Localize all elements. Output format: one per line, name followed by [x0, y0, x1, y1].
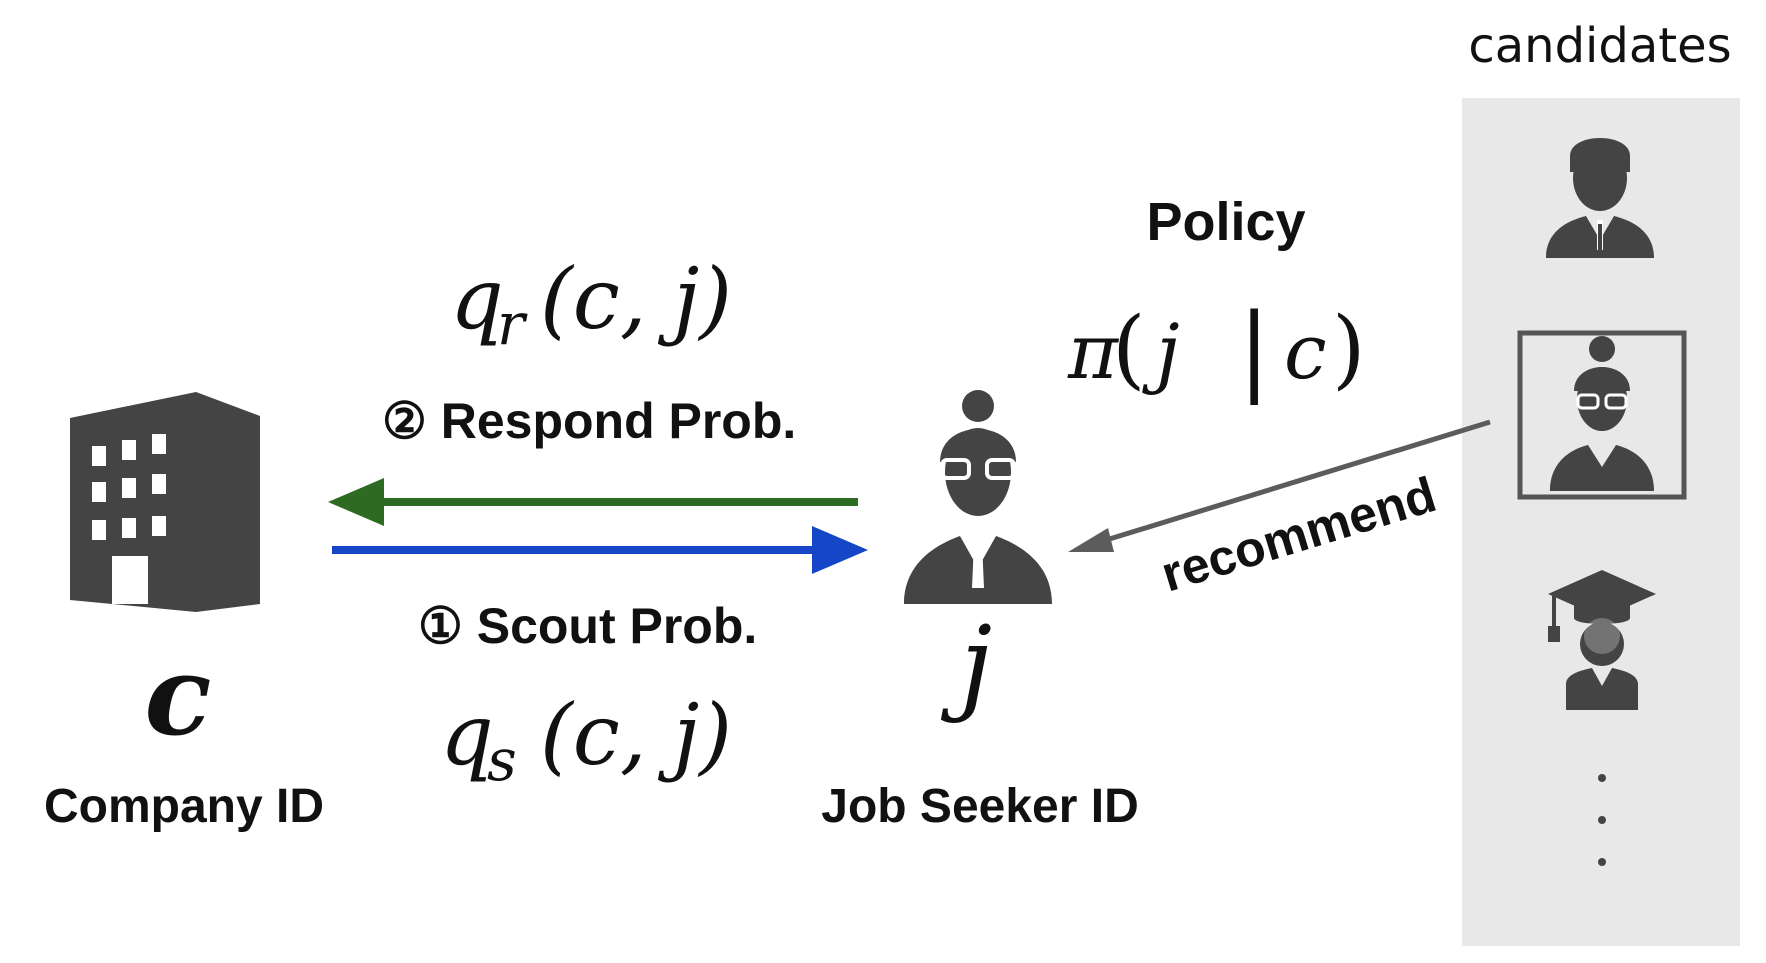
respond-probability-label: ② Respond Prob.: [382, 393, 796, 449]
company-building-icon: [70, 392, 260, 612]
company-symbol: c: [145, 631, 212, 760]
candidate-3-graduate-icon: [1548, 570, 1656, 710]
svg-text:): ): [1332, 299, 1366, 399]
svg-text:r: r: [497, 290, 528, 358]
job-seeker-symbol: j: [941, 603, 992, 725]
more-candidates-ellipsis-icon: [1598, 774, 1606, 866]
svg-text:c: c: [1284, 307, 1327, 396]
policy-formula: π ( j | c ): [1067, 293, 1366, 405]
candidate-1-male-person-icon: [1546, 138, 1654, 258]
svg-text:s: s: [487, 726, 517, 794]
svg-text:q: q: [450, 250, 504, 348]
svg-text:π: π: [1067, 307, 1120, 396]
svg-text:|: |: [1238, 293, 1270, 405]
recommend-label: recommend: [1155, 466, 1442, 602]
job-seeker-female-person-icon: [904, 390, 1052, 604]
svg-text:q: q: [440, 686, 494, 784]
recommend-arrow: [1089, 419, 1491, 548]
respond-arrowhead: [328, 478, 384, 526]
scout-formula: q s (c, j): [440, 686, 732, 794]
job-seeker-id-label: Job Seeker ID: [821, 780, 1138, 833]
svg-text:(c, j): (c, j): [540, 250, 732, 348]
candidate-2-female-person-icon: [1550, 336, 1654, 491]
svg-text:j: j: [1142, 307, 1180, 396]
scout-arrowhead: [812, 526, 868, 574]
svg-text:(c, j): (c, j): [540, 686, 732, 784]
respond-formula: q r (c, j): [450, 250, 732, 358]
svg-text:(: (: [1112, 299, 1146, 399]
company-id-label: Company ID: [44, 780, 324, 833]
scout-probability-label: ① Scout Prob.: [418, 598, 757, 654]
policy-title: Policy: [1146, 192, 1305, 252]
selected-candidate-frame: [1517, 330, 1687, 500]
candidates-title: candidates: [1468, 18, 1731, 74]
recommend-arrowhead: [1068, 528, 1114, 552]
